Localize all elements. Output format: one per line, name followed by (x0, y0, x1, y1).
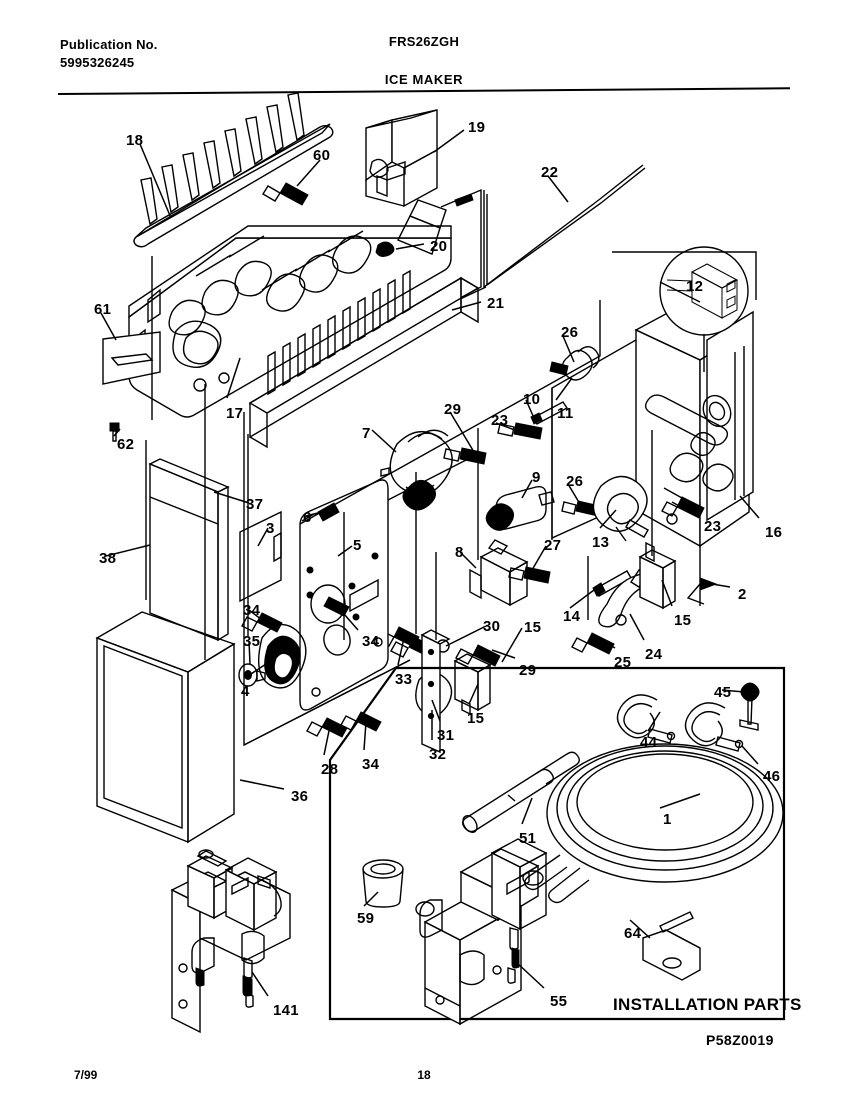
part-callout-1: 1 (663, 811, 672, 828)
part-callout-19: 19 (468, 119, 486, 136)
part-callout-34: 34 (243, 602, 261, 619)
part-callout-26: 26 (561, 324, 579, 341)
part-callout-26: 26 (566, 473, 584, 490)
shutoff-arm (441, 165, 645, 307)
part-callout-62: 62 (117, 436, 135, 453)
page-number: 18 (417, 1068, 431, 1082)
part-callout-18: 18 (126, 132, 144, 149)
part-callout-24: 24 (645, 646, 663, 663)
publication-number: 5995326245 (60, 55, 135, 71)
part-callout-2: 2 (738, 586, 747, 603)
part-callout-36: 36 (291, 788, 309, 805)
part-callout-23: 23 (491, 412, 509, 429)
part-callout-17: 17 (226, 405, 244, 422)
part-callout-28: 28 (321, 761, 339, 778)
part-callout-38: 38 (99, 550, 117, 567)
part-callout-45: 45 (714, 684, 732, 701)
water-tube (460, 752, 579, 835)
part-callout-21: 21 (487, 295, 505, 312)
part-callout-141: 141 (273, 1002, 299, 1019)
part-callout-27: 27 (544, 537, 562, 554)
part-callout-34: 34 (362, 633, 380, 650)
drawing-code: P58Z0019 (706, 1032, 774, 1048)
part-callout-12: 12 (686, 278, 704, 295)
part-callout-4: 4 (241, 683, 250, 700)
part-callout-15: 15 (467, 710, 485, 727)
dual-water-valve (172, 850, 290, 1032)
callout-leader-lines (101, 130, 759, 996)
part-callout-10: 10 (523, 391, 541, 408)
model-number: FRS26ZGH (388, 34, 460, 49)
water-tubing-coil (525, 744, 783, 903)
part-callout-35: 35 (243, 633, 261, 650)
part-callout-30: 30 (483, 618, 501, 635)
part-callout-33: 33 (395, 671, 413, 688)
part-callout-32: 32 (429, 746, 447, 763)
ice-mold-assembly (103, 93, 451, 441)
part-callout-5: 5 (353, 537, 362, 554)
mounting-bracket (643, 912, 700, 980)
part-callout-37: 37 (246, 496, 264, 513)
page-title: ICE MAKER (384, 72, 464, 87)
revision-date: 7/99 (74, 1068, 98, 1082)
water-valve (416, 839, 546, 1024)
perspective-construction-lines (146, 256, 704, 660)
tube-clamps (617, 683, 759, 751)
part-callout-9: 9 (532, 469, 541, 486)
part-callout-34: 34 (362, 756, 380, 773)
part-callout-15: 15 (674, 612, 692, 629)
part-callout-7: 7 (362, 425, 371, 442)
part-callout-61: 61 (94, 301, 112, 318)
part-callout-60: 60 (313, 147, 331, 164)
part-callout-13: 13 (592, 534, 610, 551)
ice-container-bracket (366, 110, 437, 206)
part-callout-55: 55 (550, 993, 568, 1010)
part-callout-59: 59 (357, 910, 375, 927)
publication-label: Publication No. (60, 37, 158, 52)
part-callout-29: 29 (444, 401, 462, 418)
part-callout-64: 64 (624, 925, 642, 942)
part-callout-8: 8 (455, 544, 464, 561)
part-callout-25: 25 (614, 654, 632, 671)
part-callout-3: 3 (266, 520, 275, 537)
part-callout-44: 44 (640, 734, 658, 751)
part-callout-23: 23 (704, 518, 722, 535)
installation-parts-box (330, 668, 784, 1024)
part-callout-22: 22 (541, 164, 559, 181)
publication-block: Publication No. 5995326245 (60, 36, 158, 73)
part-callout-16: 16 (765, 524, 783, 541)
part-callout-46: 46 (763, 768, 781, 785)
part-callout-51: 51 (519, 830, 537, 847)
ice-maker-module (552, 247, 756, 546)
part-callout-15: 15 (524, 619, 542, 636)
part-callout-6: 6 (303, 509, 312, 526)
installation-parts-title: INSTALLATION PARTS (613, 995, 802, 1014)
part-callout-14: 14 (563, 608, 581, 625)
part-callout-31: 31 (437, 727, 455, 744)
part-callout-20: 20 (430, 238, 448, 255)
part-callout-11: 11 (557, 405, 574, 422)
ice-shelf-grid (250, 271, 478, 447)
part-callout-29: 29 (519, 662, 537, 679)
